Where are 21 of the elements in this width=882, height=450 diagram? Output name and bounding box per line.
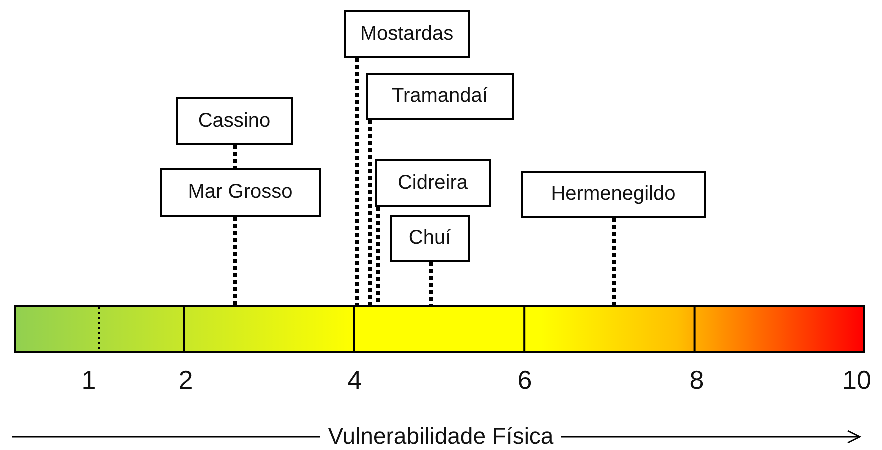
leader-line <box>376 207 380 305</box>
leader-line <box>612 218 616 305</box>
place-label-box: Cassino <box>176 97 293 145</box>
scale-number: 1 <box>82 365 96 396</box>
leader-line <box>233 217 237 305</box>
leader-line <box>355 58 359 305</box>
leader-line <box>429 262 433 305</box>
scale-number: 4 <box>348 365 362 396</box>
scale-number: 8 <box>690 365 704 396</box>
place-label-box: Mostardas <box>344 10 470 58</box>
scale-number: 2 <box>178 365 194 396</box>
scale-number: 10 <box>842 365 872 396</box>
leader-line <box>233 145 237 168</box>
scale-number: 6 <box>518 365 532 396</box>
place-label-box: Mar Grosso <box>160 168 321 217</box>
scale-bar <box>14 305 865 353</box>
place-label-box: Hermenegildo <box>521 171 706 218</box>
leader-line <box>368 120 372 305</box>
place-label-box: Chuí <box>390 215 470 262</box>
place-label-box: Tramandaí <box>366 73 514 120</box>
place-label-box: Cidreira <box>375 159 491 207</box>
